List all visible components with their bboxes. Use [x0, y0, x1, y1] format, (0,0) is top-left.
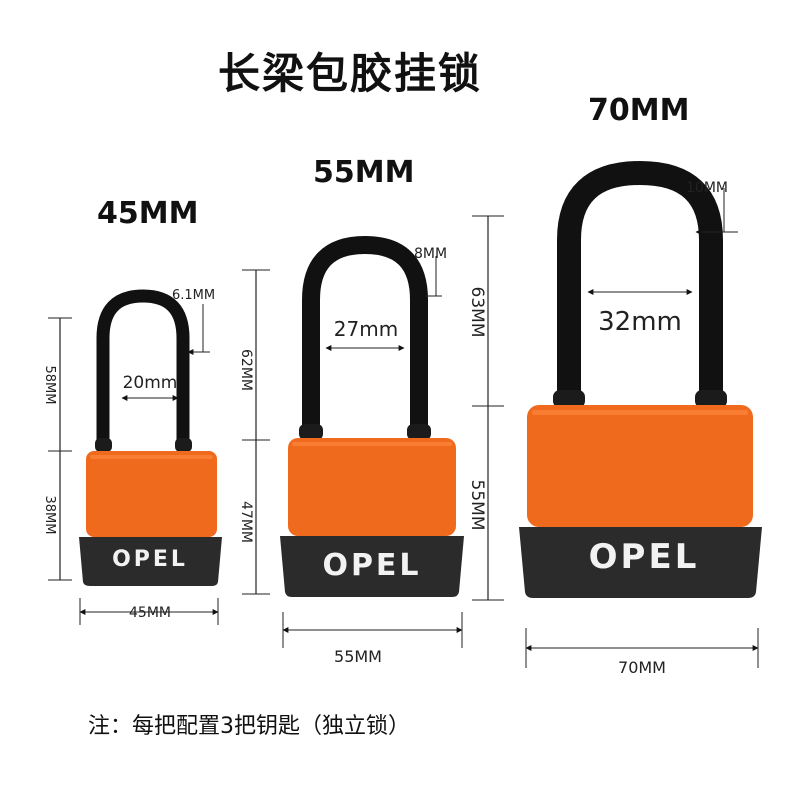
width-label: 55MM [334, 647, 382, 666]
padlock-medium: OPEL [280, 235, 464, 597]
shackle-thickness-label: 10MM [686, 180, 728, 196]
body-height-label: 55MM [467, 480, 487, 531]
body-height-label: 38MM [42, 496, 57, 535]
inner-width-label: 20mm [123, 373, 178, 393]
shackle-large [557, 160, 723, 408]
page-title: 长梁包胶挂锁 [217, 49, 482, 98]
shackle-height-label: 63MM [467, 287, 487, 338]
shackle-small [96, 289, 190, 452]
shackle-collar-right [407, 424, 431, 440]
lock-large-size-label: 70MM [588, 93, 690, 128]
width-label: 45MM [129, 605, 171, 621]
brand-logo: OPEL [589, 537, 700, 577]
dimensions-medium: 62MM 47MM 55MM 27mm 8MM [238, 246, 463, 666]
shackle-medium [302, 235, 428, 441]
shackle-collar-right [695, 390, 727, 408]
lock-body-medium [288, 438, 456, 536]
lock-base-medium [280, 536, 464, 597]
shackle-collar-left [553, 390, 585, 408]
width-label: 70MM [618, 658, 666, 677]
brand-logo: OPEL [112, 547, 188, 572]
inner-width-label: 27mm [334, 317, 398, 341]
shackle-height-label: 62MM [238, 349, 254, 391]
lock-body-small [86, 451, 217, 537]
brand-logo: OPEL [322, 548, 421, 583]
body-height-label: 47MM [238, 501, 254, 543]
lock-body-large [527, 405, 753, 527]
lock-small-size-label: 45MM [97, 196, 199, 231]
shackle-collar-right [175, 438, 192, 452]
inner-width-label: 32mm [598, 307, 682, 337]
shackle-collar-left [95, 438, 112, 452]
padlock-large: OPEL [519, 160, 762, 598]
shackle-thickness-label: 8MM [414, 246, 447, 262]
footer-note: 注：每把配置3把钥匙（独立锁） [88, 714, 410, 739]
lock-medium-size-label: 55MM [313, 155, 415, 190]
lock-base-small [79, 537, 222, 586]
dimensions-small: 58MM 38MM 45MM 20mm 6.1MM [42, 288, 219, 625]
shackle-thickness-label: 6.1MM [172, 288, 215, 303]
shackle-height-label: 58MM [42, 366, 57, 405]
shackle-collar-left [299, 424, 323, 440]
padlock-small: OPEL [79, 289, 222, 586]
lock-base-large [519, 527, 762, 598]
dimensions-large: 63MM 55MM 70MM 32mm 10MM [467, 180, 759, 677]
